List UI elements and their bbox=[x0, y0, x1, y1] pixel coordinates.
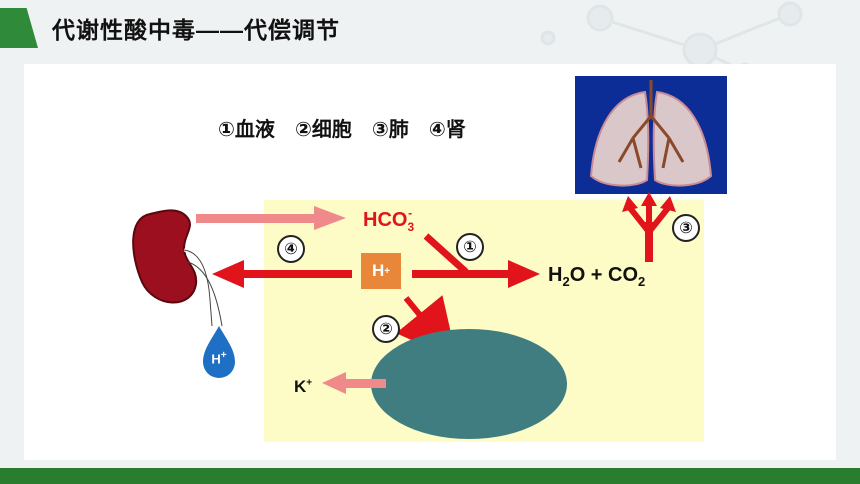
lung-icon bbox=[575, 76, 727, 194]
legend-item-kidney: ④肾 bbox=[428, 119, 466, 141]
h2o-rest: O + CO bbox=[569, 264, 639, 286]
co2-subscript: 2 bbox=[638, 274, 646, 289]
legend-item-blood: ①血液 bbox=[218, 119, 275, 141]
legend: ①血液 ②细胞 ③肺 ④肾 bbox=[218, 113, 466, 142]
kplus-superscript: + bbox=[306, 377, 313, 389]
hplus-box: H+ bbox=[361, 253, 401, 289]
marker-3: ③ bbox=[672, 214, 700, 242]
drop-hplus-label: H+ bbox=[204, 350, 234, 366]
kplus-base: K bbox=[294, 377, 307, 396]
footer-bar bbox=[0, 468, 860, 484]
h-to-water-arrow bbox=[412, 260, 540, 288]
marker-2: ② bbox=[372, 315, 400, 343]
h2o-h: H bbox=[548, 264, 563, 286]
k-out-arrow bbox=[322, 372, 386, 394]
title-bar: 代谢性酸中毒——代偿调节 bbox=[0, 6, 560, 50]
legend-item-cell: ②细胞 bbox=[294, 119, 352, 141]
drop-hplus-superscript: + bbox=[220, 350, 227, 361]
hco3-base: HCO bbox=[363, 209, 408, 231]
legend-item-lung: ③肺 bbox=[371, 119, 409, 141]
hco3-subscript: 3 bbox=[407, 220, 415, 234]
urine-drop-icon bbox=[203, 326, 235, 378]
hco3-superscript: - bbox=[408, 206, 413, 220]
kplus-label: K+ bbox=[294, 377, 312, 397]
h2o-co2-label: H2O + CO2 bbox=[548, 264, 645, 289]
drop-hplus-base: H bbox=[211, 351, 221, 367]
h2o-subscript: 2 bbox=[562, 274, 570, 289]
kidney-icon bbox=[132, 209, 223, 327]
hplus-base: H bbox=[371, 261, 385, 280]
lung-image bbox=[575, 76, 727, 194]
hco3-reabsorb-arrow bbox=[196, 206, 346, 230]
h-excrete-arrow bbox=[212, 260, 352, 288]
cell-shape bbox=[371, 329, 567, 439]
co2-exhale-arrows bbox=[622, 192, 676, 262]
marker-1: ① bbox=[456, 233, 484, 261]
page-title: 代谢性酸中毒——代偿调节 bbox=[52, 17, 340, 43]
marker-4: ④ bbox=[277, 235, 305, 263]
hco3-join-line bbox=[423, 233, 469, 275]
hplus-superscript: + bbox=[384, 265, 391, 277]
hco3-label: HCO3- bbox=[363, 206, 415, 234]
